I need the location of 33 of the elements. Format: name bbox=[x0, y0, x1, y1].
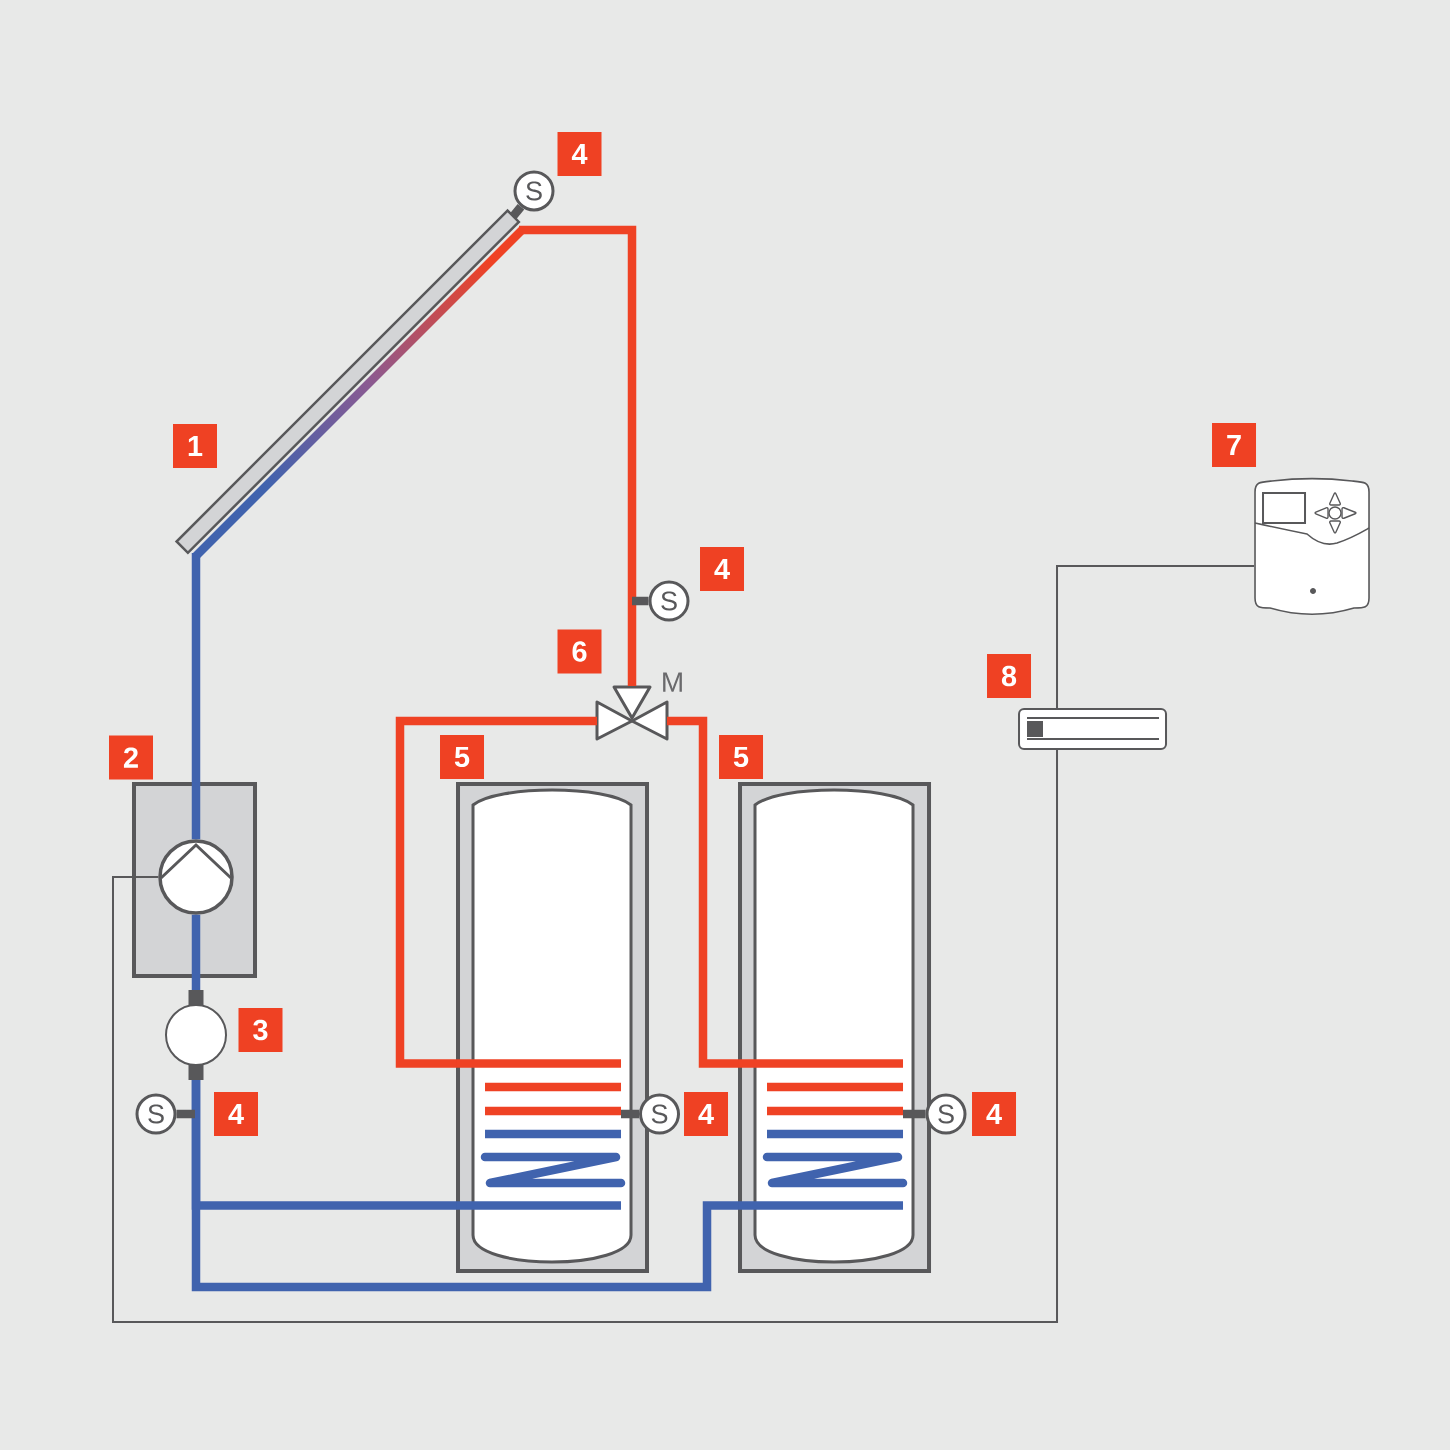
storage-tank bbox=[456, 782, 649, 1273]
callout-number: 4 bbox=[972, 1092, 1016, 1136]
callout-number: 3 bbox=[238, 1008, 283, 1052]
sensor-stub bbox=[509, 204, 525, 219]
callout-number: 5 bbox=[440, 735, 484, 779]
sensor-stub bbox=[176, 1109, 195, 1119]
sensor-stub bbox=[903, 1109, 926, 1119]
callout-number: 5 bbox=[719, 735, 763, 779]
pipe bbox=[191, 914, 201, 990]
callout-number: 4 bbox=[557, 132, 602, 176]
module-box bbox=[1018, 708, 1167, 750]
callout-number: 2 bbox=[109, 735, 153, 780]
motor-label: M bbox=[663, 672, 682, 692]
storage-tank bbox=[738, 782, 931, 1273]
callout-number: 7 bbox=[1212, 423, 1256, 467]
pipe bbox=[395, 716, 597, 1068]
pump-symbol bbox=[158, 839, 234, 915]
sensor-stub bbox=[632, 596, 649, 606]
controller-device bbox=[1254, 477, 1370, 615]
callout-number: 8 bbox=[987, 654, 1031, 698]
pipe bbox=[191, 1080, 738, 1292]
callout-number: 6 bbox=[557, 629, 602, 674]
pipe bbox=[519, 225, 637, 686]
pipe bbox=[191, 553, 201, 840]
callout-number: 4 bbox=[700, 547, 744, 591]
pipe bbox=[667, 716, 738, 1068]
flow-meter-symbol bbox=[165, 990, 227, 1080]
callout-number: 4 bbox=[684, 1092, 728, 1136]
sensor-stub bbox=[621, 1109, 639, 1119]
callout-number: 1 bbox=[173, 424, 217, 468]
cable-line bbox=[1056, 565, 1255, 709]
cable-line bbox=[112, 749, 1058, 1323]
callout-number: 4 bbox=[214, 1092, 258, 1136]
